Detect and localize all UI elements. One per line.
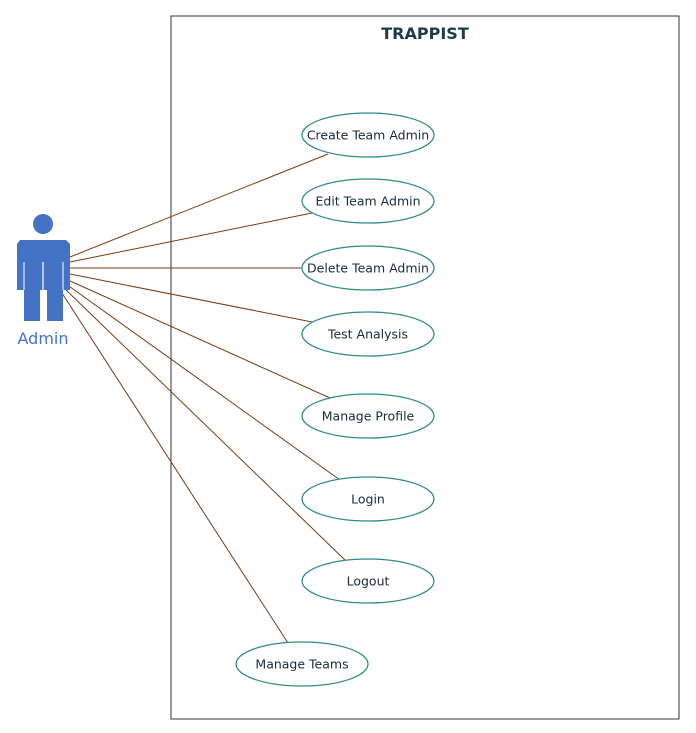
usecase-label: Manage Teams — [255, 657, 348, 672]
usecase-edit-team-admin[interactable]: Edit Team Admin — [301, 178, 435, 224]
associations — [59, 153, 347, 644]
usecase-label: Delete Team Admin — [307, 261, 429, 276]
usecase-manage-teams[interactable]: Manage Teams — [235, 641, 369, 687]
usecase-ellipse[interactable] — [301, 178, 435, 224]
association-manage-teams — [59, 289, 289, 644]
usecase-ellipse[interactable] — [301, 245, 435, 291]
association-create-team-admin — [69, 153, 329, 258]
actor-label: Admin — [18, 329, 69, 348]
association-edit-team-admin — [69, 212, 313, 263]
usecase-label: Create Team Admin — [307, 128, 429, 143]
usecase-ellipse[interactable] — [235, 641, 369, 687]
usecase-login[interactable]: Login — [301, 476, 435, 522]
usecase-create-team-admin[interactable]: Create Team Admin — [301, 112, 435, 158]
association-logout — [63, 287, 347, 562]
usecase-label: Logout — [347, 574, 390, 589]
association-test-analysis — [69, 273, 313, 323]
usecase-logout[interactable]: Logout — [301, 558, 435, 604]
usecase-delete-team-admin[interactable]: Delete Team Admin — [301, 245, 435, 291]
system-boundary — [170, 15, 680, 720]
actor-head — [33, 214, 53, 234]
association-manage-profile — [67, 279, 331, 399]
usecase-manage-profile[interactable]: Manage Profile — [301, 393, 435, 439]
usecase-label: Edit Team Admin — [315, 194, 420, 209]
usecase-ellipse[interactable] — [301, 112, 435, 158]
admin-actor-icon — [17, 214, 70, 321]
usecase-ellipse[interactable] — [301, 476, 435, 522]
usecase-label: Login — [351, 492, 385, 507]
usecase-label: Manage Profile — [322, 409, 415, 424]
usecase-ellipse[interactable] — [301, 558, 435, 604]
usecase-ellipse[interactable] — [301, 311, 435, 357]
system-title: TRAPPIST — [381, 24, 469, 43]
usecase-label: Test Analysis — [327, 327, 408, 342]
usecase-ellipse[interactable] — [301, 393, 435, 439]
usecase-test-analysis[interactable]: Test Analysis — [301, 311, 435, 357]
association-login — [65, 283, 341, 481]
